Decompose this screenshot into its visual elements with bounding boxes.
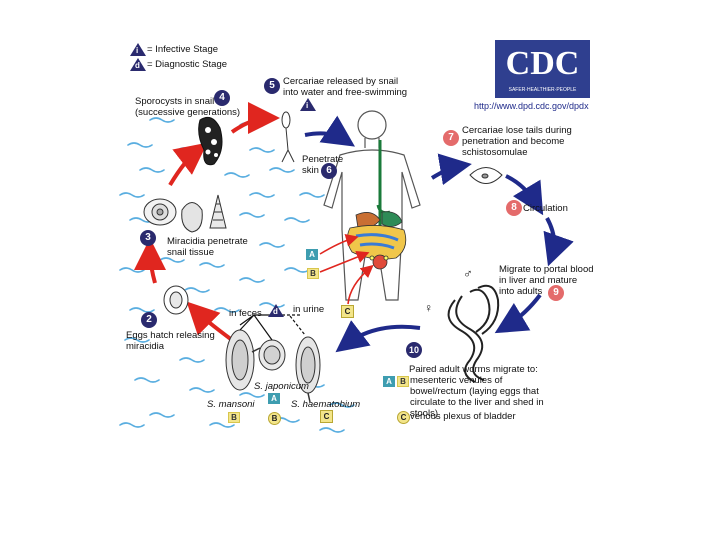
- schistosomulae-drawing: [469, 167, 503, 184]
- stage10-marker-C: C: [397, 411, 410, 424]
- stage5-number: 5: [264, 78, 280, 94]
- body-marker-C: C: [341, 305, 354, 318]
- cercaria-drawing: [281, 111, 295, 163]
- egg-haematobium-marker-C: C: [320, 410, 333, 423]
- arrow-eggs-to-hatch: [186, 301, 234, 342]
- stage10-c-text: venous plexus of bladder: [410, 411, 516, 422]
- stage10-number: 10: [406, 342, 422, 358]
- cdc-url: http://www.dpd.cdc.gov/dpdx: [474, 101, 589, 111]
- human-body-drawing: [323, 110, 421, 301]
- female-symbol: ♀: [424, 301, 433, 315]
- stage3-text: Miracidia penetrate snail tissue: [167, 236, 248, 258]
- body-marker-B: B: [307, 268, 319, 279]
- arrow-to-portal: [543, 217, 574, 267]
- egg-mansoni-marker-B: B: [228, 412, 240, 423]
- stage7-number: 7: [443, 130, 459, 146]
- pointer-C: [347, 264, 374, 305]
- egg-japonicum-label: S. japonicum: [254, 381, 309, 392]
- stage10-text: Paired adult worms migrate to:: [409, 364, 538, 375]
- cdc-logo-text: CDC: [505, 45, 580, 82]
- legend-diagnostic-label: = Diagnostic Stage: [147, 59, 228, 70]
- stage5-infective-icon: [300, 98, 316, 111]
- egg-mansoni-label: S. mansoni: [207, 399, 255, 410]
- water-waves: [119, 117, 355, 433]
- miracidium-drawing: [163, 285, 189, 315]
- arrow-cercaria-to-skin: [304, 115, 355, 147]
- body-marker-A: A: [306, 249, 318, 260]
- stage4-text: Sporocysts in snail (successive generati…: [135, 96, 241, 118]
- egg-japonicum-marker-A: A: [268, 393, 280, 404]
- stage6-text: Penetrate skin: [302, 154, 344, 176]
- arrow-worms-to-eggs: [335, 320, 421, 353]
- stage5-infective-letter: i: [306, 101, 309, 110]
- stage9-number: 9: [548, 285, 564, 301]
- stage2-text: Eggs hatch releasing miracidia: [126, 330, 215, 352]
- male-symbol: ♂: [463, 266, 473, 281]
- egg-drawings: [225, 329, 321, 403]
- egg-in-feces-label: in feces: [229, 308, 262, 319]
- stage8-number: 8: [506, 200, 522, 216]
- stage10-a-text: mesenteric venules of bowel/rectum (layi…: [410, 375, 544, 419]
- infective-stage-icon: [130, 43, 146, 56]
- egg-haematobium-label: S. haematobium: [291, 399, 361, 410]
- diagnostic-stage-icon: [130, 58, 146, 71]
- stage7-text: Cercariae lose tails during penetration …: [462, 125, 572, 158]
- legend-infective-label: = Infective Stage: [147, 44, 219, 55]
- diagnostic-stage-icon-letter: d: [135, 61, 140, 70]
- stage5-text: Cercariae released by snail into water a…: [283, 76, 408, 98]
- stage10-marker-A: A: [383, 376, 395, 387]
- arrow-skin-to-schistosomulae: [430, 153, 472, 186]
- pointer-B: [319, 251, 370, 273]
- adult-worms-drawing: [447, 284, 500, 383]
- egg-japonicum-marker-B: B: [268, 412, 281, 425]
- organ-drawing: [347, 211, 407, 270]
- arrow-miracidia-to-snail: [134, 238, 167, 284]
- egg-diagnostic-letter: d: [273, 307, 278, 316]
- stage9-text: Migrate to portal blood in liver and mat…: [499, 264, 594, 297]
- egg-diagnostic-icon: [268, 304, 284, 317]
- arrow-to-circulation: [505, 174, 544, 216]
- sporocyst-drawing: [198, 116, 223, 166]
- egg-in-urine-label: in urine: [293, 304, 325, 315]
- stage6-number: 6: [321, 163, 337, 179]
- cdc-logo: CDC SAFER·HEALTHIER·PEOPLE: [495, 40, 590, 98]
- infective-stage-icon-letter: i: [136, 46, 139, 55]
- arrow-to-paired-worms: [494, 293, 542, 334]
- arrow-sporocyst-to-cercaria: [230, 102, 280, 135]
- arrow-snail-to-sporocyst: [168, 142, 208, 187]
- pointer-A: [319, 234, 359, 255]
- cdc-logo-tagline: SAFER·HEALTHIER·PEOPLE: [508, 87, 577, 93]
- stage4-number: 4: [214, 90, 230, 106]
- stage8-text: Circulation: [523, 203, 568, 214]
- egg-connector-lines: [239, 314, 306, 341]
- stage2-number: 2: [141, 312, 157, 328]
- stage3-number: 3: [140, 230, 156, 246]
- snail-drawings: [143, 194, 227, 233]
- stage10-marker-B: B: [397, 376, 409, 387]
